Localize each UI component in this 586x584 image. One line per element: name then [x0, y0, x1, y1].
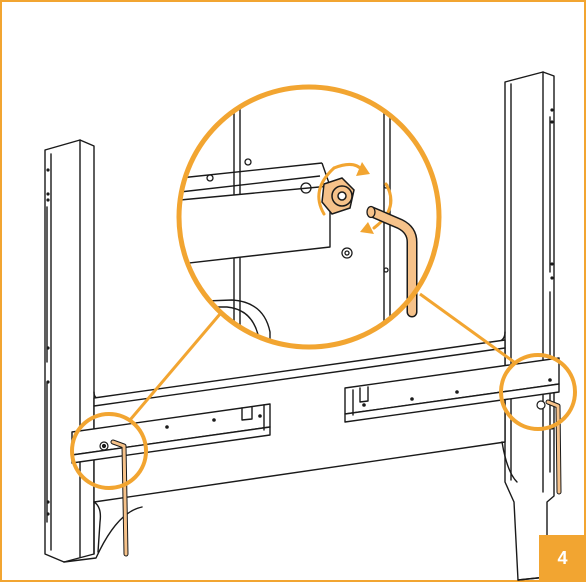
magnified-detail — [176, 84, 442, 350]
right-bracket-bolts — [536, 400, 546, 410]
zoom-connectors — [128, 292, 515, 421]
highlight-circle-left — [70, 412, 148, 490]
allen-key-icon — [110, 399, 562, 557]
right-upright-post — [504, 71, 555, 581]
left-bracket-bolts — [99, 441, 109, 451]
step-number-badge: 4 — [539, 535, 586, 582]
adjuster-knob — [321, 177, 355, 215]
allen-key-large — [366, 205, 418, 318]
highlight-circle-right — [499, 353, 577, 431]
step-number: 4 — [557, 548, 568, 568]
rotate-arrow-icon — [317, 162, 393, 234]
left-upright-post — [44, 139, 95, 563]
left-base — [63, 506, 143, 563]
left-bracket-rail — [71, 403, 271, 464]
